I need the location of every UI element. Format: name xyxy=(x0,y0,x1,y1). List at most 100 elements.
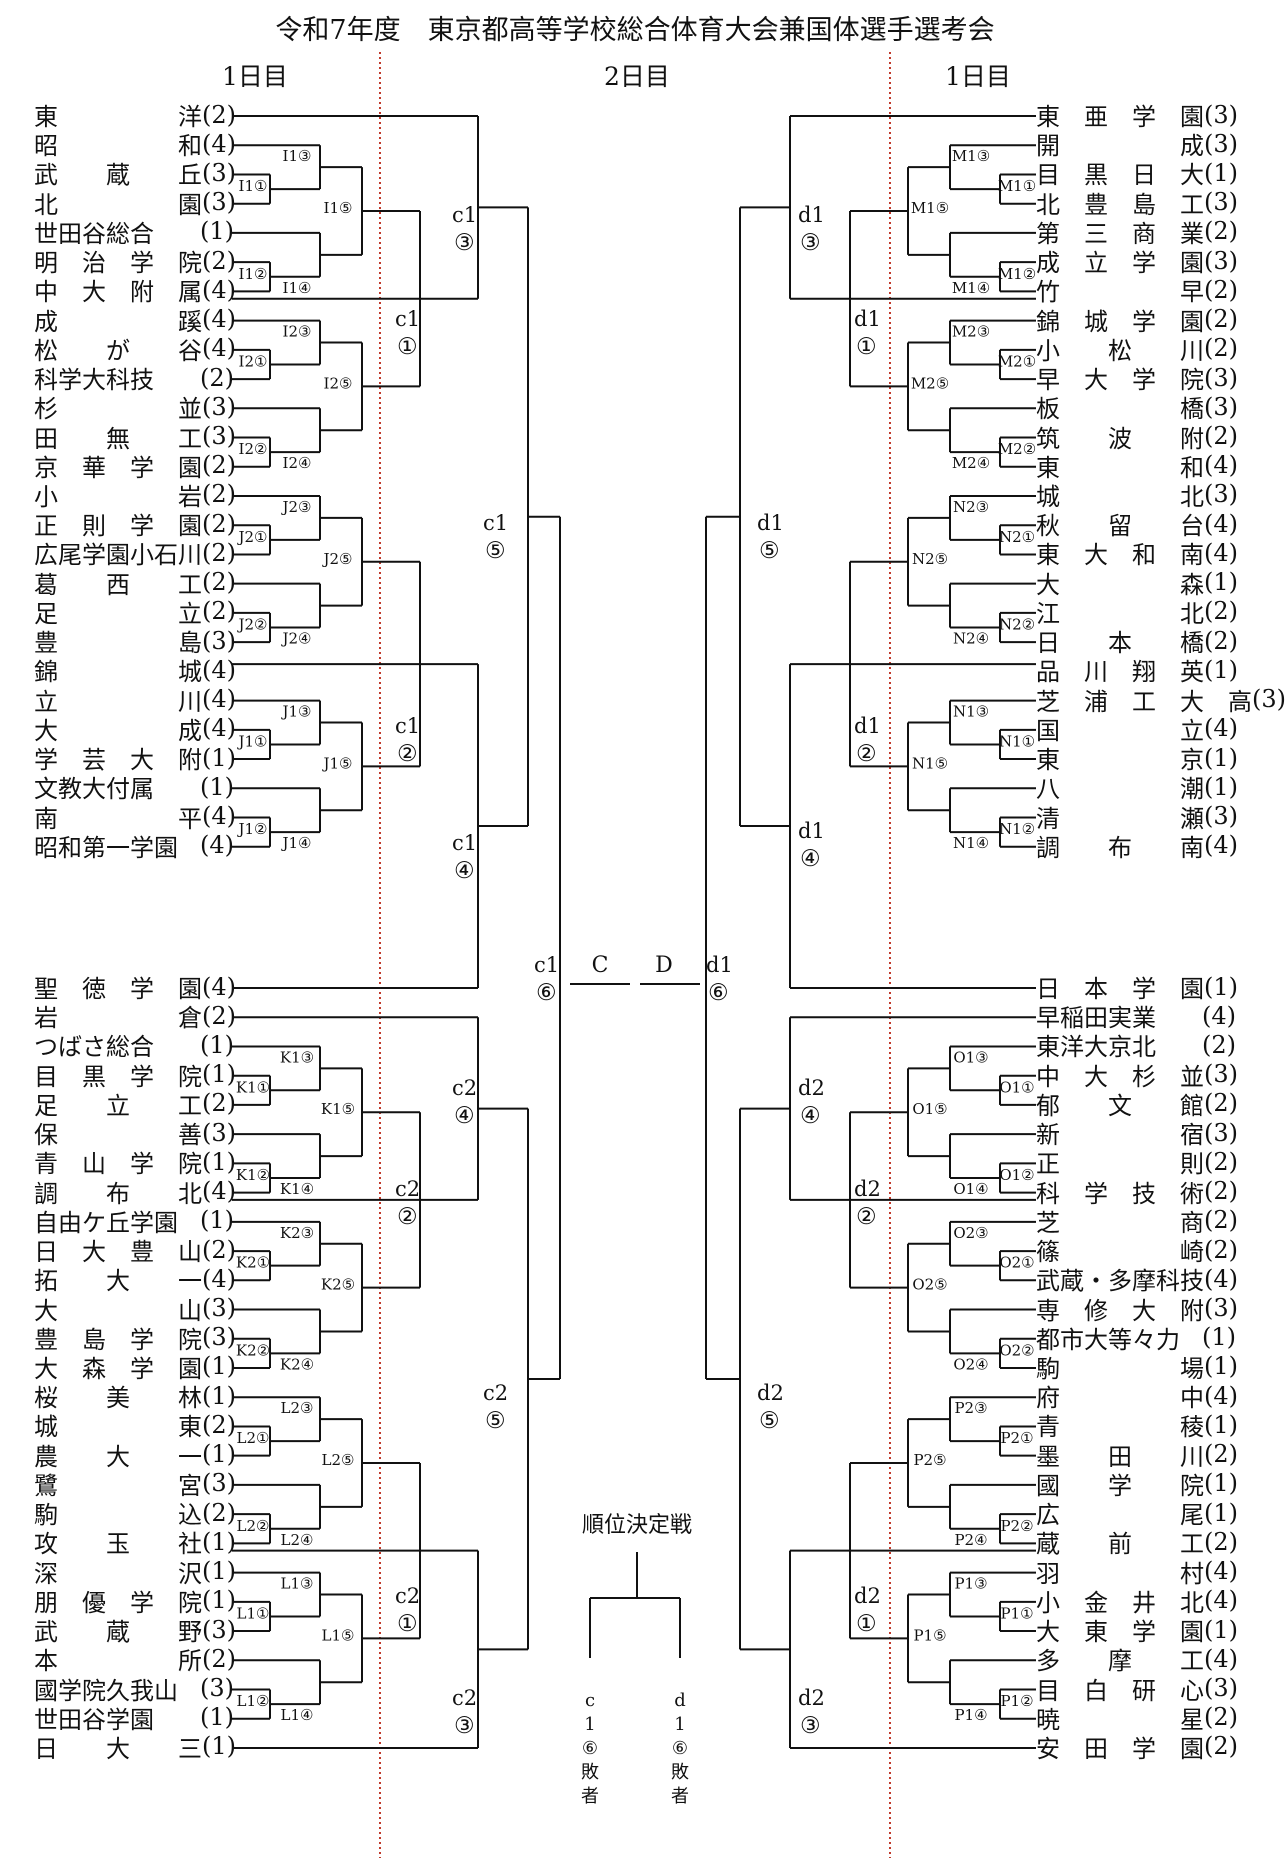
n2-4-label: N2④ xyxy=(953,630,989,648)
right-team-row: 清 瀬(3) xyxy=(1036,802,1238,833)
team-seed: (3) xyxy=(1204,392,1238,421)
team-seed: (1) xyxy=(202,743,236,772)
j1-2-label: J1② xyxy=(236,820,267,838)
right-team-row: 郁 文 館(2) xyxy=(1036,1089,1238,1120)
p1-3-label-bg xyxy=(954,1574,988,1593)
i1-2-label-bg xyxy=(238,264,268,283)
i2-4-label: I2④ xyxy=(283,454,312,472)
match-c2_3-num: ③ xyxy=(454,1713,475,1739)
team-seed: (1) xyxy=(200,1030,234,1059)
team-seed: (1) xyxy=(202,1527,236,1556)
team-name: 駒 場 xyxy=(1036,1354,1204,1383)
right-team-row: 國 学 院(1) xyxy=(1036,1469,1238,1500)
team-name: 大 山 xyxy=(34,1296,202,1325)
team-seed: (1) xyxy=(202,1440,236,1469)
j1-2-label-bg xyxy=(238,820,268,839)
page-title: 令和7年度 東京都高等学校総合体育大会兼国体選手選考会 xyxy=(275,15,995,46)
match-d2_2-num: ② xyxy=(856,1204,877,1230)
k2-5-label-bg xyxy=(320,1275,356,1294)
o2-4-label-bg xyxy=(954,1355,988,1374)
team-seed: (1) xyxy=(202,1147,236,1176)
team-seed: (4) xyxy=(1204,451,1238,480)
left-team-row: 調 布 北(4) xyxy=(34,1177,236,1208)
o1-4-label: O1④ xyxy=(953,1180,988,1198)
j2-4-label-bg xyxy=(280,629,314,648)
team-seed: (1) xyxy=(1204,743,1238,772)
team-name: 清 瀬 xyxy=(1036,804,1204,833)
p1-1-label: P1① xyxy=(1000,1604,1033,1622)
k2-1-label: K2① xyxy=(236,1254,270,1272)
k1-4-label: K1④ xyxy=(280,1180,314,1198)
right-team-row: 国 立(4) xyxy=(1036,714,1238,745)
team-name: 本 所 xyxy=(34,1647,202,1676)
team-seed: (3) xyxy=(1204,363,1238,392)
right-team-row: 板 橋(3) xyxy=(1036,392,1238,424)
i2-2-label: I2② xyxy=(239,440,268,458)
l1-1-label-bg xyxy=(238,1604,268,1623)
i2-5-label-bg xyxy=(320,374,356,393)
left-team-row: 武 蔵 野(3) xyxy=(34,1615,236,1647)
i1-2-label: I1② xyxy=(239,265,268,283)
team-seed: (4) xyxy=(202,802,236,831)
team-seed: (3) xyxy=(202,422,236,451)
team-seed: (2) xyxy=(200,363,234,392)
team-seed: (2) xyxy=(202,597,236,626)
right-team-row: 目 白 研 心(3) xyxy=(1036,1674,1238,1705)
left-team-row: 小 岩(2) xyxy=(34,480,236,511)
team-seed: (2) xyxy=(1204,1440,1238,1469)
team-name: 武 蔵 丘 xyxy=(34,161,202,190)
team-seed: (4) xyxy=(1204,1264,1238,1293)
right-team-row: 新 宿(3) xyxy=(1036,1118,1238,1150)
right-team-row: 城 北(3) xyxy=(1036,480,1238,511)
team-name: 武蔵・多摩科技 xyxy=(1036,1267,1204,1296)
left-team-row: 日 大 豊 山(2) xyxy=(34,1235,236,1267)
right-team-row: 科 学 技 術(2) xyxy=(1036,1177,1238,1208)
team-seed: (4) xyxy=(202,334,236,363)
team-seed: (2) xyxy=(1204,422,1238,451)
placement-left-char: 1 xyxy=(584,1714,595,1735)
team-seed: (1) xyxy=(200,1703,234,1732)
n1-1-label-bg xyxy=(1002,732,1032,751)
right-team-row: 武蔵・多摩科技(4) xyxy=(1036,1264,1238,1296)
m1-2-label: M1② xyxy=(998,265,1036,283)
j2-1-label-bg xyxy=(238,527,268,546)
right-team-row: 都市大等々力(1) xyxy=(1036,1323,1236,1354)
right-team-row: 大 森(1) xyxy=(1036,568,1238,599)
match-d1_6-num: ⑥ xyxy=(708,980,729,1006)
l2-4-label: L2④ xyxy=(281,1531,314,1549)
team-name: 調 布 北 xyxy=(34,1179,202,1208)
p1-4-label-bg xyxy=(954,1706,988,1725)
l1-4-label: L1④ xyxy=(281,1706,314,1724)
j2-2-label-bg xyxy=(238,615,268,634)
team-name: 科学大科技 xyxy=(34,366,154,395)
left-team-row: 目 黒 学 院(1) xyxy=(34,1060,236,1091)
right-team-row: 芝 商(2) xyxy=(1036,1206,1238,1237)
placement-left-char: c xyxy=(585,1690,595,1711)
team-name: 攻 玉 社 xyxy=(34,1530,202,1559)
team-seed: (2) xyxy=(1204,1206,1238,1235)
match-c1_2: c1 xyxy=(395,714,420,738)
team-seed: (2) xyxy=(1204,1147,1238,1176)
i2-3-label-bg xyxy=(280,322,314,341)
o1-4-label-bg xyxy=(954,1179,988,1198)
team-name: 秋 留 台 xyxy=(1036,512,1204,541)
left-team-row: 桜 美 林(1) xyxy=(34,1381,236,1413)
n1-1-label: N1① xyxy=(999,732,1035,750)
day-label-right: 1日目 xyxy=(945,62,1011,91)
k2-4-label: K2④ xyxy=(280,1355,314,1373)
o2-5-label: O2⑤ xyxy=(912,1276,947,1294)
n1-5-label-bg xyxy=(912,754,948,773)
left-team-row: 武 蔵 丘(3) xyxy=(34,158,236,190)
i2-5-label: I2⑤ xyxy=(324,374,353,392)
right-team-row: 北 豊 島 工(3) xyxy=(1036,188,1238,219)
team-seed: (1) xyxy=(1204,772,1238,801)
team-name: 立 川 xyxy=(34,687,202,716)
team-name: 岩 倉 xyxy=(34,1004,202,1033)
team-name: 多 摩 工 xyxy=(1036,1647,1204,1676)
team-name: 南 平 xyxy=(34,804,202,833)
n2-2-label: N2② xyxy=(999,616,1035,634)
team-seed: (3) xyxy=(1204,100,1238,129)
left-team-row: 松 が 谷(4) xyxy=(34,334,236,365)
o1-3-label-bg xyxy=(954,1048,988,1067)
team-name: 聖 徳 学 園 xyxy=(34,975,202,1003)
